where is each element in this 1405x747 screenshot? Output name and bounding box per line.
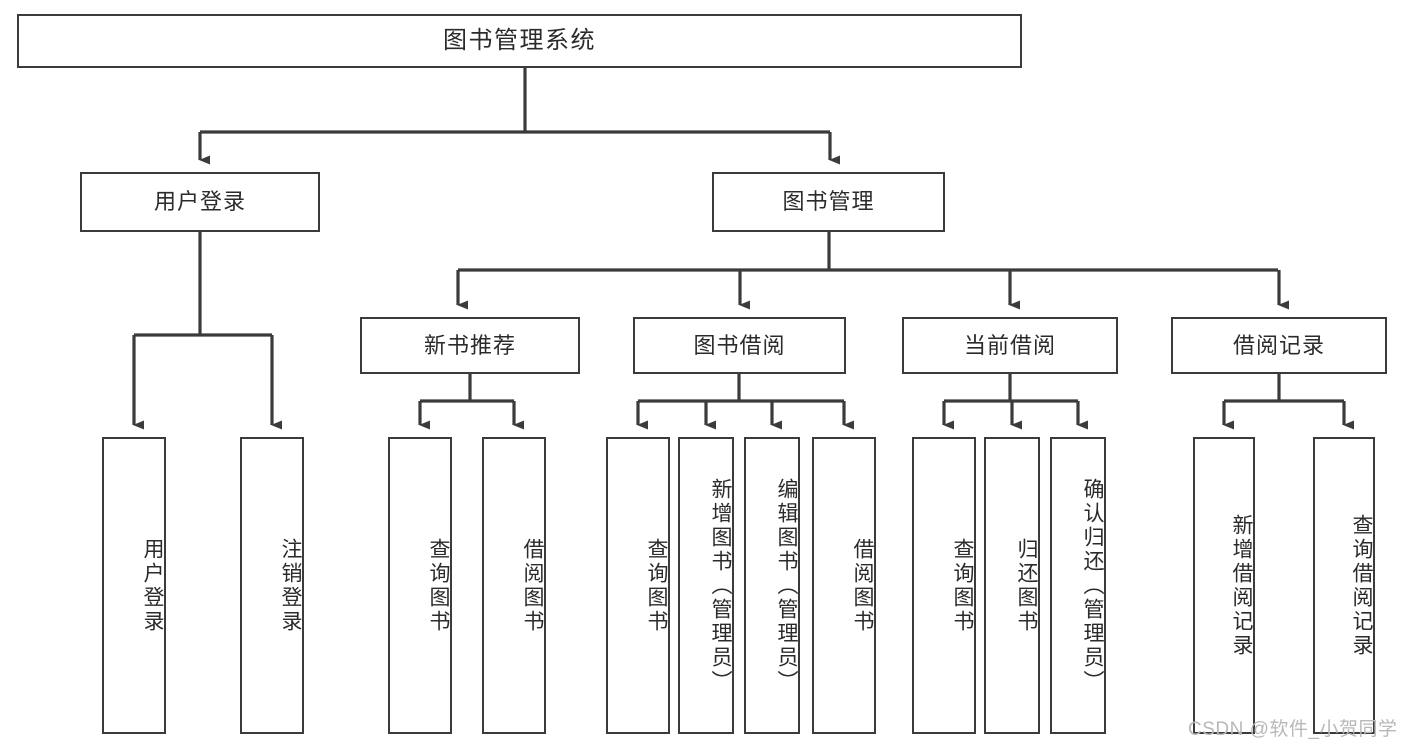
leaf-add-borrow-record[interactable]: 新增借阅记录 xyxy=(1193,437,1255,734)
node-root-label: 图书管理系统 xyxy=(443,26,596,54)
leaf-query-book-recommend-label: 查询图书 xyxy=(427,537,450,634)
node-user-login[interactable]: 用户登录 xyxy=(80,172,320,232)
leaf-user-login[interactable]: 用户登录 xyxy=(102,437,166,734)
node-borrow-record[interactable]: 借阅记录 xyxy=(1171,317,1387,374)
leaf-borrow-book-recommend[interactable]: 借阅图书 xyxy=(482,437,546,734)
leaf-user-login-label: 用户登录 xyxy=(141,537,164,634)
node-new-book-recommend[interactable]: 新书推荐 xyxy=(360,317,580,374)
node-user-login-label: 用户登录 xyxy=(153,189,246,215)
node-book-borrow[interactable]: 图书借阅 xyxy=(633,317,846,374)
node-borrow-record-label: 借阅记录 xyxy=(1232,332,1325,358)
node-book-borrow-label: 图书借阅 xyxy=(693,332,786,358)
leaf-edit-book-admin-label: 编辑图书（管理员） xyxy=(775,477,798,694)
leaf-query-book-borrow-label: 查询图书 xyxy=(645,537,668,634)
leaf-edit-book-admin[interactable]: 编辑图书（管理员） xyxy=(744,437,800,734)
leaf-add-borrow-record-label: 新增借阅记录 xyxy=(1230,513,1253,658)
leaf-confirm-return-admin-label: 确认归还（管理员） xyxy=(1081,477,1104,694)
node-new-book-recommend-label: 新书推荐 xyxy=(423,332,516,358)
leaf-add-book-admin[interactable]: 新增图书（管理员） xyxy=(678,437,734,734)
leaf-return-book-label: 归还图书 xyxy=(1015,537,1038,634)
node-root[interactable]: 图书管理系统 xyxy=(17,14,1022,68)
leaf-query-borrow-record-label: 查询借阅记录 xyxy=(1350,513,1373,658)
node-book-management-label: 图书管理 xyxy=(782,189,875,215)
leaf-logout-login-label: 注销登录 xyxy=(279,537,302,634)
leaf-borrow-book-label: 借阅图书 xyxy=(851,537,874,634)
node-current-borrow-label: 当前借阅 xyxy=(963,332,1056,358)
leaf-query-book-current[interactable]: 查询图书 xyxy=(912,437,976,734)
leaf-return-book[interactable]: 归还图书 xyxy=(984,437,1040,734)
watermark: CSDN @软件_小贺同学 xyxy=(1188,719,1398,740)
leaf-query-book-borrow[interactable]: 查询图书 xyxy=(606,437,670,734)
leaf-query-book-recommend[interactable]: 查询图书 xyxy=(388,437,452,734)
leaf-borrow-book[interactable]: 借阅图书 xyxy=(812,437,876,734)
leaf-confirm-return-admin[interactable]: 确认归还（管理员） xyxy=(1050,437,1106,734)
leaf-borrow-book-recommend-label: 借阅图书 xyxy=(521,537,544,634)
node-current-borrow[interactable]: 当前借阅 xyxy=(902,317,1118,374)
leaf-query-book-current-label: 查询图书 xyxy=(951,537,974,634)
leaf-logout-login[interactable]: 注销登录 xyxy=(240,437,304,734)
leaf-add-book-admin-label: 新增图书（管理员） xyxy=(709,477,732,694)
node-book-management[interactable]: 图书管理 xyxy=(712,172,945,232)
leaf-query-borrow-record[interactable]: 查询借阅记录 xyxy=(1313,437,1375,734)
